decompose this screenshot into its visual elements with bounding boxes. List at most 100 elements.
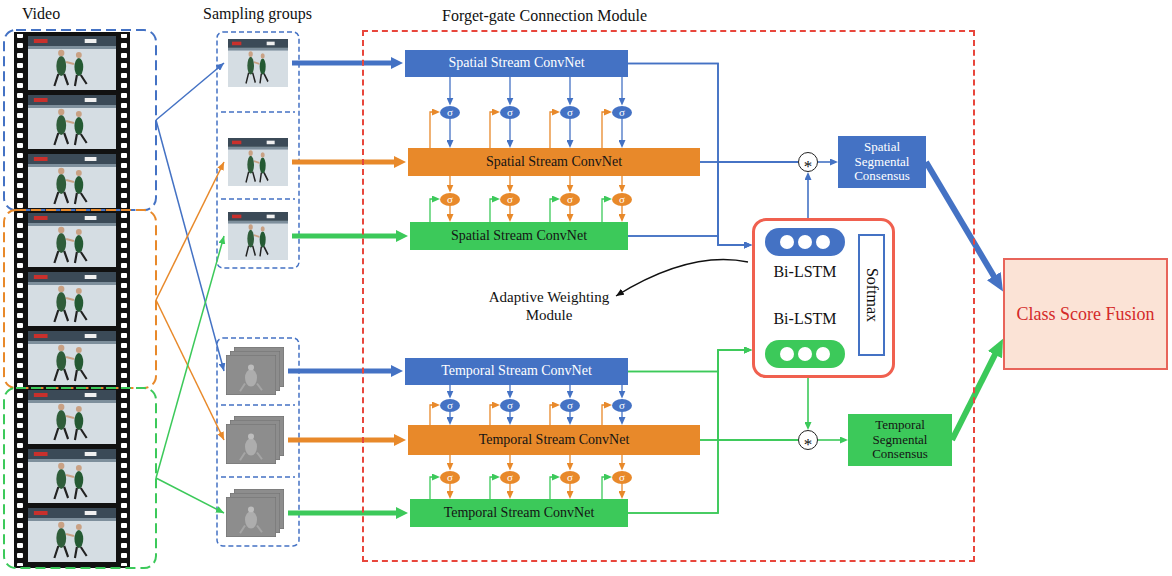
node-label: Spatial Stream ConvNet [486, 154, 622, 170]
node-label: Temporal Stream ConvNet [444, 505, 595, 521]
connector [569, 455, 570, 467]
connector [569, 176, 570, 189]
multiply-node: * [798, 152, 818, 172]
connector [449, 385, 450, 395]
connector [602, 477, 608, 499]
forget-gate: σ [560, 193, 580, 206]
node-label: Temporal Segmental Consensus [853, 418, 947, 463]
node-label: σ [619, 472, 625, 483]
connector [430, 405, 436, 425]
forget-gate: σ [440, 106, 460, 119]
forget-gate: σ [560, 106, 580, 119]
node-label: Bi-LSTM [762, 262, 848, 281]
connector [509, 385, 510, 395]
connector [700, 162, 748, 245]
convnet-box: Temporal Stream ConvNet [405, 358, 628, 385]
adaptive-weighting-box: Adaptive Weighting ModuleBi-LSTMSoftmaxB… [752, 218, 895, 378]
forget-gate: σ [560, 471, 580, 484]
section-label: Video [22, 5, 60, 23]
node-label: σ [567, 472, 573, 483]
forget-gate: σ [612, 471, 632, 484]
connector [449, 206, 450, 219]
connector [509, 77, 510, 102]
node-label: σ [447, 472, 453, 483]
convnet-box: Spatial Stream ConvNet [410, 222, 628, 250]
node-label: σ [447, 107, 453, 118]
connector [449, 412, 450, 422]
input-arrows [288, 63, 398, 513]
callout-leader [616, 260, 748, 296]
connector [621, 176, 622, 189]
connector [449, 455, 450, 467]
node-label: Class Score Fusion [1016, 304, 1154, 325]
connector [490, 112, 496, 148]
node-label: σ [619, 194, 625, 205]
multiply-node: * [798, 430, 818, 450]
node-label: σ [507, 107, 513, 118]
lstm-unit [780, 235, 794, 249]
forget-gate: σ [440, 399, 460, 412]
connector [449, 484, 450, 496]
node-label: σ [567, 400, 573, 411]
connector [449, 176, 450, 189]
connector [509, 455, 510, 467]
node-label: σ [507, 400, 513, 411]
convnet-box: Temporal Stream ConvNet [410, 499, 628, 527]
forget-gate: σ [500, 193, 520, 206]
node-label: σ [619, 400, 625, 411]
convnet-box: Temporal Stream ConvNet [408, 425, 700, 455]
connector [621, 385, 622, 395]
module-frame: Forget-gate Connection ModuleSpatial Str… [362, 30, 975, 562]
node-label: Softmax [863, 268, 881, 322]
connector [602, 405, 608, 425]
connector [602, 199, 608, 222]
callout-label: Adaptive Weighting Module [479, 288, 619, 324]
connector [926, 162, 997, 281]
fusion-box: Class Score Fusion [1003, 258, 1168, 370]
sampling-group-frames [217, 32, 299, 546]
connector [490, 199, 496, 222]
forget-gate: σ [500, 399, 520, 412]
forget-gate: σ [500, 471, 520, 484]
connector [509, 176, 510, 189]
node-label: σ [507, 194, 513, 205]
softmax-box: Softmax [858, 234, 885, 356]
consensus-box: Spatial Segmental Consensus [838, 136, 926, 189]
connector [602, 112, 608, 148]
connector [550, 112, 556, 148]
node-label: Spatial Segmental Consensus [843, 140, 921, 185]
connector [550, 405, 556, 425]
connector [509, 412, 510, 422]
bilstm-cells [765, 228, 845, 256]
forget-gate: σ [500, 106, 520, 119]
connector [700, 350, 748, 440]
lstm-units [765, 340, 845, 368]
connector [807, 378, 809, 426]
sampling-arrows [156, 63, 224, 513]
connector [621, 206, 622, 219]
connector [569, 77, 570, 102]
connector [490, 405, 496, 425]
bilstm-layer: Bi-LSTM [762, 228, 848, 286]
sampled-frames [226, 39, 288, 537]
connector [449, 119, 450, 145]
node-label: σ [567, 107, 573, 118]
connector [569, 385, 570, 395]
bilstm-cells [765, 340, 845, 368]
node-label: σ [447, 194, 453, 205]
connector [621, 77, 622, 102]
node-label: Temporal Stream ConvNet [479, 432, 630, 448]
forget-gate: σ [440, 193, 460, 206]
film-strip [14, 32, 130, 568]
forget-gate: σ [612, 106, 632, 119]
connector [569, 206, 570, 219]
connector [449, 77, 450, 102]
consensus-box: Temporal Segmental Consensus [848, 414, 952, 467]
node-label: * [804, 436, 813, 453]
node-label: * [804, 158, 813, 175]
node-label: Spatial Stream ConvNet [451, 228, 587, 244]
connector [430, 112, 436, 148]
lstm-unit [816, 347, 830, 361]
bilstm-layer: Bi-LSTM [762, 306, 848, 368]
